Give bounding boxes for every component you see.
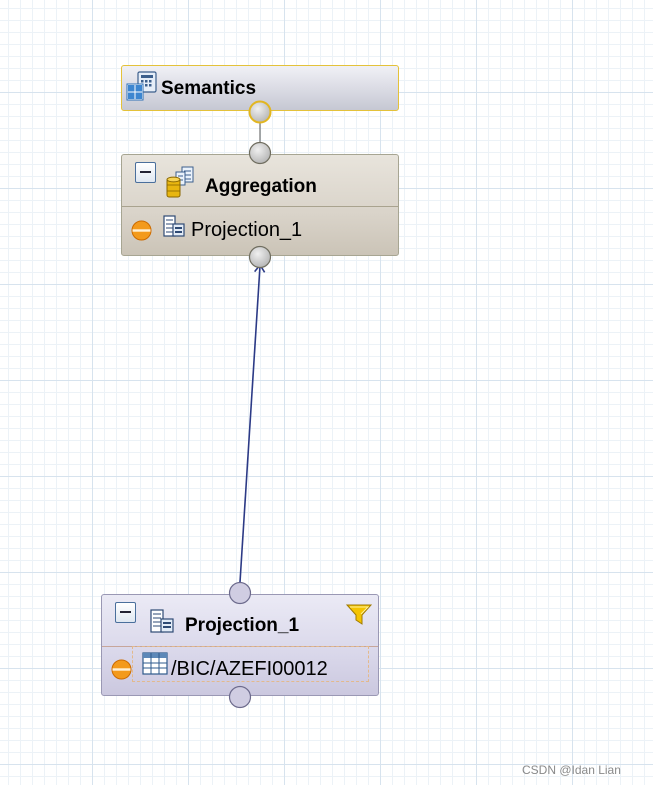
aggregation-collapse-button[interactable] <box>135 162 156 183</box>
aggregation-divider <box>122 206 398 207</box>
aggregation-title: Aggregation <box>205 176 317 197</box>
filter-icon[interactable] <box>346 603 372 627</box>
projection-title: Projection_1 <box>185 615 300 636</box>
table-icon <box>142 652 168 675</box>
projection-icon <box>150 609 174 633</box>
semantics-icon <box>126 71 157 101</box>
watermark: CSDN @Idan Lian <box>522 763 621 777</box>
semantics-node[interactable]: Semantics <box>121 65 399 111</box>
projection-input-label: /BIC/AZEFI00012 <box>171 658 328 680</box>
input-marker-icon <box>131 220 152 241</box>
aggregation-icon <box>166 166 194 198</box>
input-marker-icon <box>111 659 132 680</box>
projection-collapse-button[interactable] <box>115 602 136 623</box>
projection-node[interactable]: Projection_1 /BIC/AZEFI00012 <box>101 594 379 696</box>
semantics-title: Semantics <box>161 78 257 99</box>
aggregation-node[interactable]: Aggregation Projection_1 <box>121 154 399 256</box>
projection-icon <box>163 215 185 237</box>
projection-input-frame <box>132 646 369 682</box>
aggregation-input-label: Projection_1 <box>191 219 303 241</box>
edge-projection-to-aggregation[interactable] <box>239 263 266 583</box>
